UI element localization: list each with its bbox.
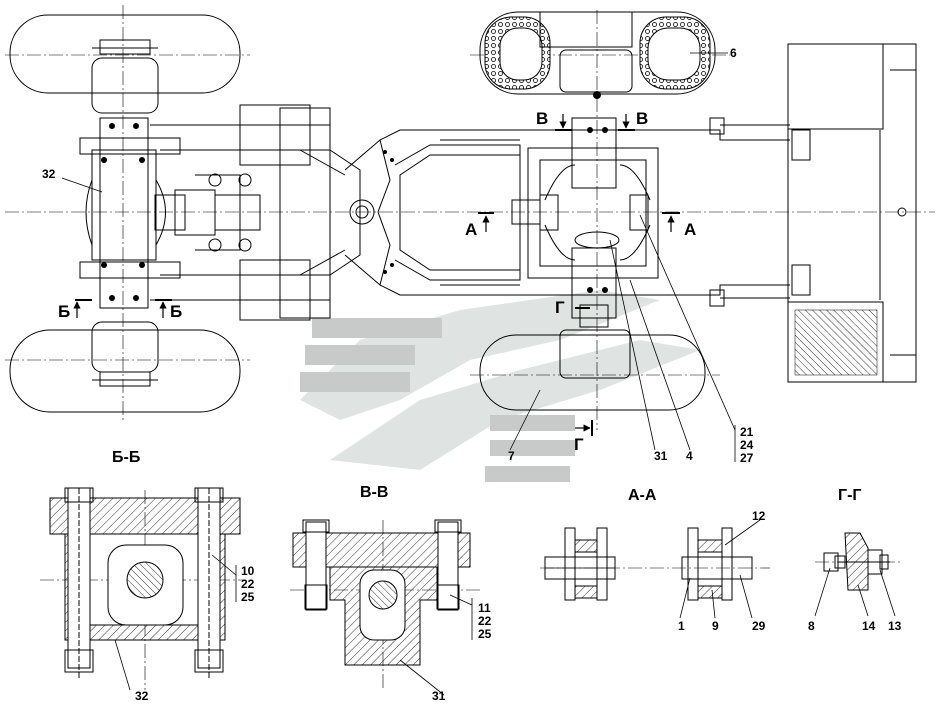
cut-letter-b-right: Б bbox=[170, 302, 182, 321]
callout-24: 24 bbox=[740, 438, 754, 452]
callout-22-vv: 22 bbox=[478, 614, 492, 628]
cut-letter-a-right: А bbox=[684, 220, 696, 239]
callout-12: 12 bbox=[752, 509, 766, 523]
callout-25-bb: 25 bbox=[241, 590, 255, 604]
section-title-aa: А-А bbox=[628, 487, 657, 504]
plan-view bbox=[5, 5, 935, 430]
callout-7: 7 bbox=[508, 449, 515, 463]
callout-6: 6 bbox=[730, 46, 737, 60]
cut-letter-v-left: В bbox=[536, 109, 548, 128]
section-title-vv: В-В bbox=[360, 484, 388, 501]
plan-callouts: 6 32 7 31 4 21 24 27 bbox=[42, 46, 754, 465]
callout-32-bb: 32 bbox=[135, 689, 149, 703]
callout-1: 1 bbox=[678, 619, 685, 633]
cut-letter-g-bottom: Г bbox=[574, 435, 584, 454]
section-aa bbox=[540, 519, 770, 619]
wheel-rear-bottom bbox=[9, 329, 241, 413]
callout-27: 27 bbox=[740, 451, 754, 465]
callout-31-vv: 31 bbox=[432, 689, 446, 703]
callout-21: 21 bbox=[740, 425, 754, 439]
cut-letter-v-right: В bbox=[636, 109, 648, 128]
callout-11: 11 bbox=[478, 601, 491, 615]
callout-32-plan: 32 bbox=[42, 167, 56, 181]
cut-letter-b-left: Б bbox=[58, 302, 70, 321]
watermark-logo bbox=[300, 290, 700, 482]
callout-29: 29 bbox=[752, 619, 766, 633]
wheel-front-bottom bbox=[479, 334, 706, 411]
callout-4: 4 bbox=[686, 449, 693, 463]
cut-letters: Б Б В В А А Г Г bbox=[58, 109, 696, 454]
callout-31-plan: 31 bbox=[654, 449, 668, 463]
callout-14: 14 bbox=[862, 619, 876, 633]
section-title-gg: Г-Г bbox=[838, 487, 861, 504]
section-vv bbox=[290, 519, 480, 696]
callout-25-vv: 25 bbox=[478, 627, 492, 641]
section-cut-markers bbox=[73, 114, 680, 436]
callout-8: 8 bbox=[808, 619, 815, 633]
plan-leaders bbox=[61, 52, 736, 462]
wheel-rear-top bbox=[9, 14, 241, 94]
callout-10: 10 bbox=[241, 564, 255, 578]
cut-letter-a-left: А bbox=[465, 220, 477, 239]
section-title-bb: Б-Б bbox=[112, 449, 140, 466]
section-gg bbox=[814, 532, 900, 617]
section-bb bbox=[40, 487, 245, 691]
callout-9: 9 bbox=[712, 619, 719, 633]
callout-22-bb: 22 bbox=[241, 577, 255, 591]
callout-13: 13 bbox=[888, 619, 902, 633]
cut-letter-g-top: Г bbox=[555, 298, 565, 317]
